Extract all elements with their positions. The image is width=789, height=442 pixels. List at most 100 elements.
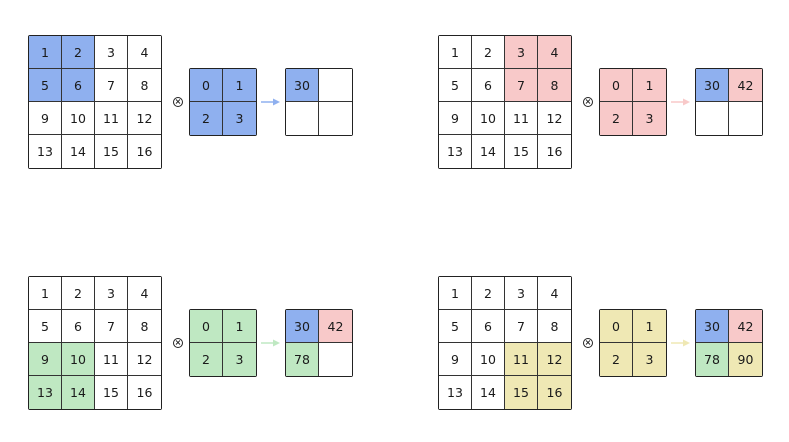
- input-cell: 16: [128, 135, 161, 168]
- output-cell: 30: [696, 69, 729, 102]
- input-cell: 2: [472, 277, 505, 310]
- kernel-cell: 2: [190, 343, 223, 376]
- convolution-operator-icon: ×: [173, 338, 183, 348]
- input-cell: 4: [538, 36, 571, 69]
- input-cell: 3: [505, 36, 538, 69]
- input-cell: 13: [439, 376, 472, 409]
- input-cell: 7: [95, 69, 128, 102]
- output-cell: 78: [696, 343, 729, 376]
- input-cell: 4: [538, 277, 571, 310]
- input-cell: 6: [62, 310, 95, 343]
- input-cell: 14: [472, 376, 505, 409]
- arrow-right-icon: [261, 98, 280, 106]
- input-cell: 3: [95, 277, 128, 310]
- input-cell: 10: [62, 102, 95, 135]
- convolution-operator-icon: ×: [583, 338, 593, 348]
- input-cell: 14: [62, 376, 95, 409]
- input-cell: 6: [472, 310, 505, 343]
- arrow-right-icon: [261, 339, 280, 347]
- input-cell: 12: [538, 102, 571, 135]
- output-cell: 78: [286, 343, 319, 376]
- input-cell: 8: [538, 310, 571, 343]
- input-cell: 16: [128, 376, 161, 409]
- input-cell: 9: [29, 343, 62, 376]
- output-cell: 30: [696, 310, 729, 343]
- input-cell: 2: [62, 36, 95, 69]
- kernel-cell: 2: [600, 343, 633, 376]
- kernel-cell: 1: [633, 310, 666, 343]
- input-cell: 10: [472, 343, 505, 376]
- input-cell: 1: [439, 277, 472, 310]
- input-cell: 12: [128, 343, 161, 376]
- output-matrix: 30: [285, 68, 353, 136]
- output-cell: [319, 69, 352, 102]
- output-cell: 42: [319, 310, 352, 343]
- input-cell: 8: [128, 310, 161, 343]
- output-cell: [729, 102, 762, 135]
- input-cell: 8: [538, 69, 571, 102]
- input-cell: 8: [128, 69, 161, 102]
- kernel-cell: 3: [633, 343, 666, 376]
- input-cell: 11: [95, 343, 128, 376]
- input-cell: 16: [538, 376, 571, 409]
- input-cell: 14: [62, 135, 95, 168]
- convolution-operator-icon: ×: [173, 97, 183, 107]
- input-cell: 12: [128, 102, 161, 135]
- input-cell: 5: [29, 69, 62, 102]
- output-cell: [319, 343, 352, 376]
- input-cell: 2: [62, 277, 95, 310]
- input-cell: 4: [128, 277, 161, 310]
- input-cell: 11: [95, 102, 128, 135]
- arrow-right-icon: [671, 339, 690, 347]
- kernel-cell: 1: [633, 69, 666, 102]
- kernel-cell: 3: [223, 343, 256, 376]
- kernel-cell: 0: [600, 310, 633, 343]
- output-cell: [696, 102, 729, 135]
- input-cell: 5: [439, 69, 472, 102]
- convolution-operator-icon: ×: [583, 97, 593, 107]
- input-cell: 5: [29, 310, 62, 343]
- kernel-cell: 1: [223, 310, 256, 343]
- output-cell: [319, 102, 352, 135]
- input-cell: 13: [439, 135, 472, 168]
- input-cell: 13: [29, 135, 62, 168]
- output-cell: 30: [286, 69, 319, 102]
- input-cell: 2: [472, 36, 505, 69]
- input-cell: 11: [505, 102, 538, 135]
- input-cell: 7: [505, 310, 538, 343]
- kernel-cell: 3: [633, 102, 666, 135]
- kernel-cell: 0: [600, 69, 633, 102]
- input-cell: 6: [472, 69, 505, 102]
- kernel-cell: 3: [223, 102, 256, 135]
- kernel-cell: 0: [190, 69, 223, 102]
- input-cell: 14: [472, 135, 505, 168]
- output-cell: 30: [286, 310, 319, 343]
- input-cell: 11: [505, 343, 538, 376]
- arrow-right-icon: [671, 98, 690, 106]
- input-cell: 15: [505, 135, 538, 168]
- kernel-cell: 0: [190, 310, 223, 343]
- input-cell: 9: [29, 102, 62, 135]
- input-cell: 4: [128, 36, 161, 69]
- input-cell: 9: [439, 102, 472, 135]
- output-cell: [286, 102, 319, 135]
- input-cell: 15: [505, 376, 538, 409]
- input-cell: 3: [95, 36, 128, 69]
- input-cell: 13: [29, 376, 62, 409]
- input-cell: 1: [29, 277, 62, 310]
- input-cell: 7: [505, 69, 538, 102]
- input-cell: 15: [95, 376, 128, 409]
- kernel-cell: 2: [190, 102, 223, 135]
- input-cell: 12: [538, 343, 571, 376]
- kernel-cell: 1: [223, 69, 256, 102]
- input-cell: 10: [472, 102, 505, 135]
